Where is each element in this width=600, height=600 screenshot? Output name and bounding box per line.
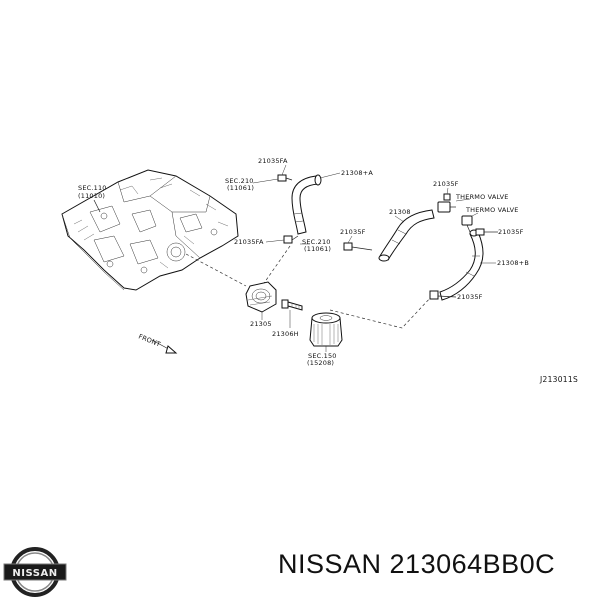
sec110-ref-label: (11010)	[78, 192, 105, 200]
label-sec210-mid: SEC.210	[302, 238, 331, 246]
logo-wordmark: NISSAN	[12, 568, 57, 579]
connection-line-left	[185, 253, 247, 287]
part-number: 213064BB0C	[389, 549, 556, 579]
label-21035f-low: 21035F	[457, 293, 483, 301]
label-21308: 21308	[389, 208, 411, 216]
clamp-21035fa-top	[277, 174, 293, 182]
clamp-21035f-low	[429, 290, 457, 300]
label-21305: 21305	[250, 320, 272, 328]
clamp-21035f-right	[475, 228, 498, 236]
label-21035fa-top: 21035FA	[258, 157, 288, 165]
label-21035f-mid: 21035F	[340, 228, 366, 236]
front-arrow	[151, 339, 178, 354]
thermo-valve-1	[437, 201, 456, 213]
oil-cooler-21305	[245, 281, 277, 313]
clamp-21035f-mid	[343, 242, 373, 251]
label-21035fa-mid: 21035FA	[234, 238, 264, 246]
bolt-21306h	[281, 299, 303, 311]
sec110-label: SEC.110	[78, 184, 107, 192]
hose-21308-b	[439, 229, 484, 301]
label-sec210-top: SEC.210	[225, 177, 254, 185]
connection-line-upper	[261, 245, 291, 287]
hose-21308-a	[291, 174, 322, 235]
clamp-21035f-top	[443, 193, 451, 201]
label-sec210-mid-ref: (11061)	[304, 245, 331, 253]
label-thermo-valve-2: THERMO VALVE	[465, 206, 519, 214]
nissan-logo: NISSAN	[3, 547, 67, 597]
label-21035f-right: 21035F	[498, 228, 524, 236]
connection-line-bottom	[329, 295, 433, 329]
label-sec150-ref: (15208)	[307, 359, 334, 367]
label-21035f-top: 21035F	[433, 180, 459, 188]
label-21306h: 21306H	[272, 330, 299, 338]
label-21308a: 21308+A	[341, 169, 373, 177]
label-sec150: SEC.150	[308, 352, 337, 360]
label-thermo-valve-1: THERMO VALVE	[455, 193, 509, 201]
oil-filter	[309, 312, 343, 347]
engine-block	[61, 169, 239, 291]
thermo-valve-2	[461, 215, 473, 233]
hose-21308	[378, 209, 435, 262]
clamp-21035fa-mid	[283, 235, 299, 244]
label-sec210-top-ref: (11061)	[227, 184, 254, 192]
diagram-code: J213011S	[539, 375, 578, 384]
label-21308b: 21308+B	[497, 259, 529, 267]
front-label: FRONT	[137, 332, 162, 348]
brand-name: NISSAN	[278, 549, 382, 579]
